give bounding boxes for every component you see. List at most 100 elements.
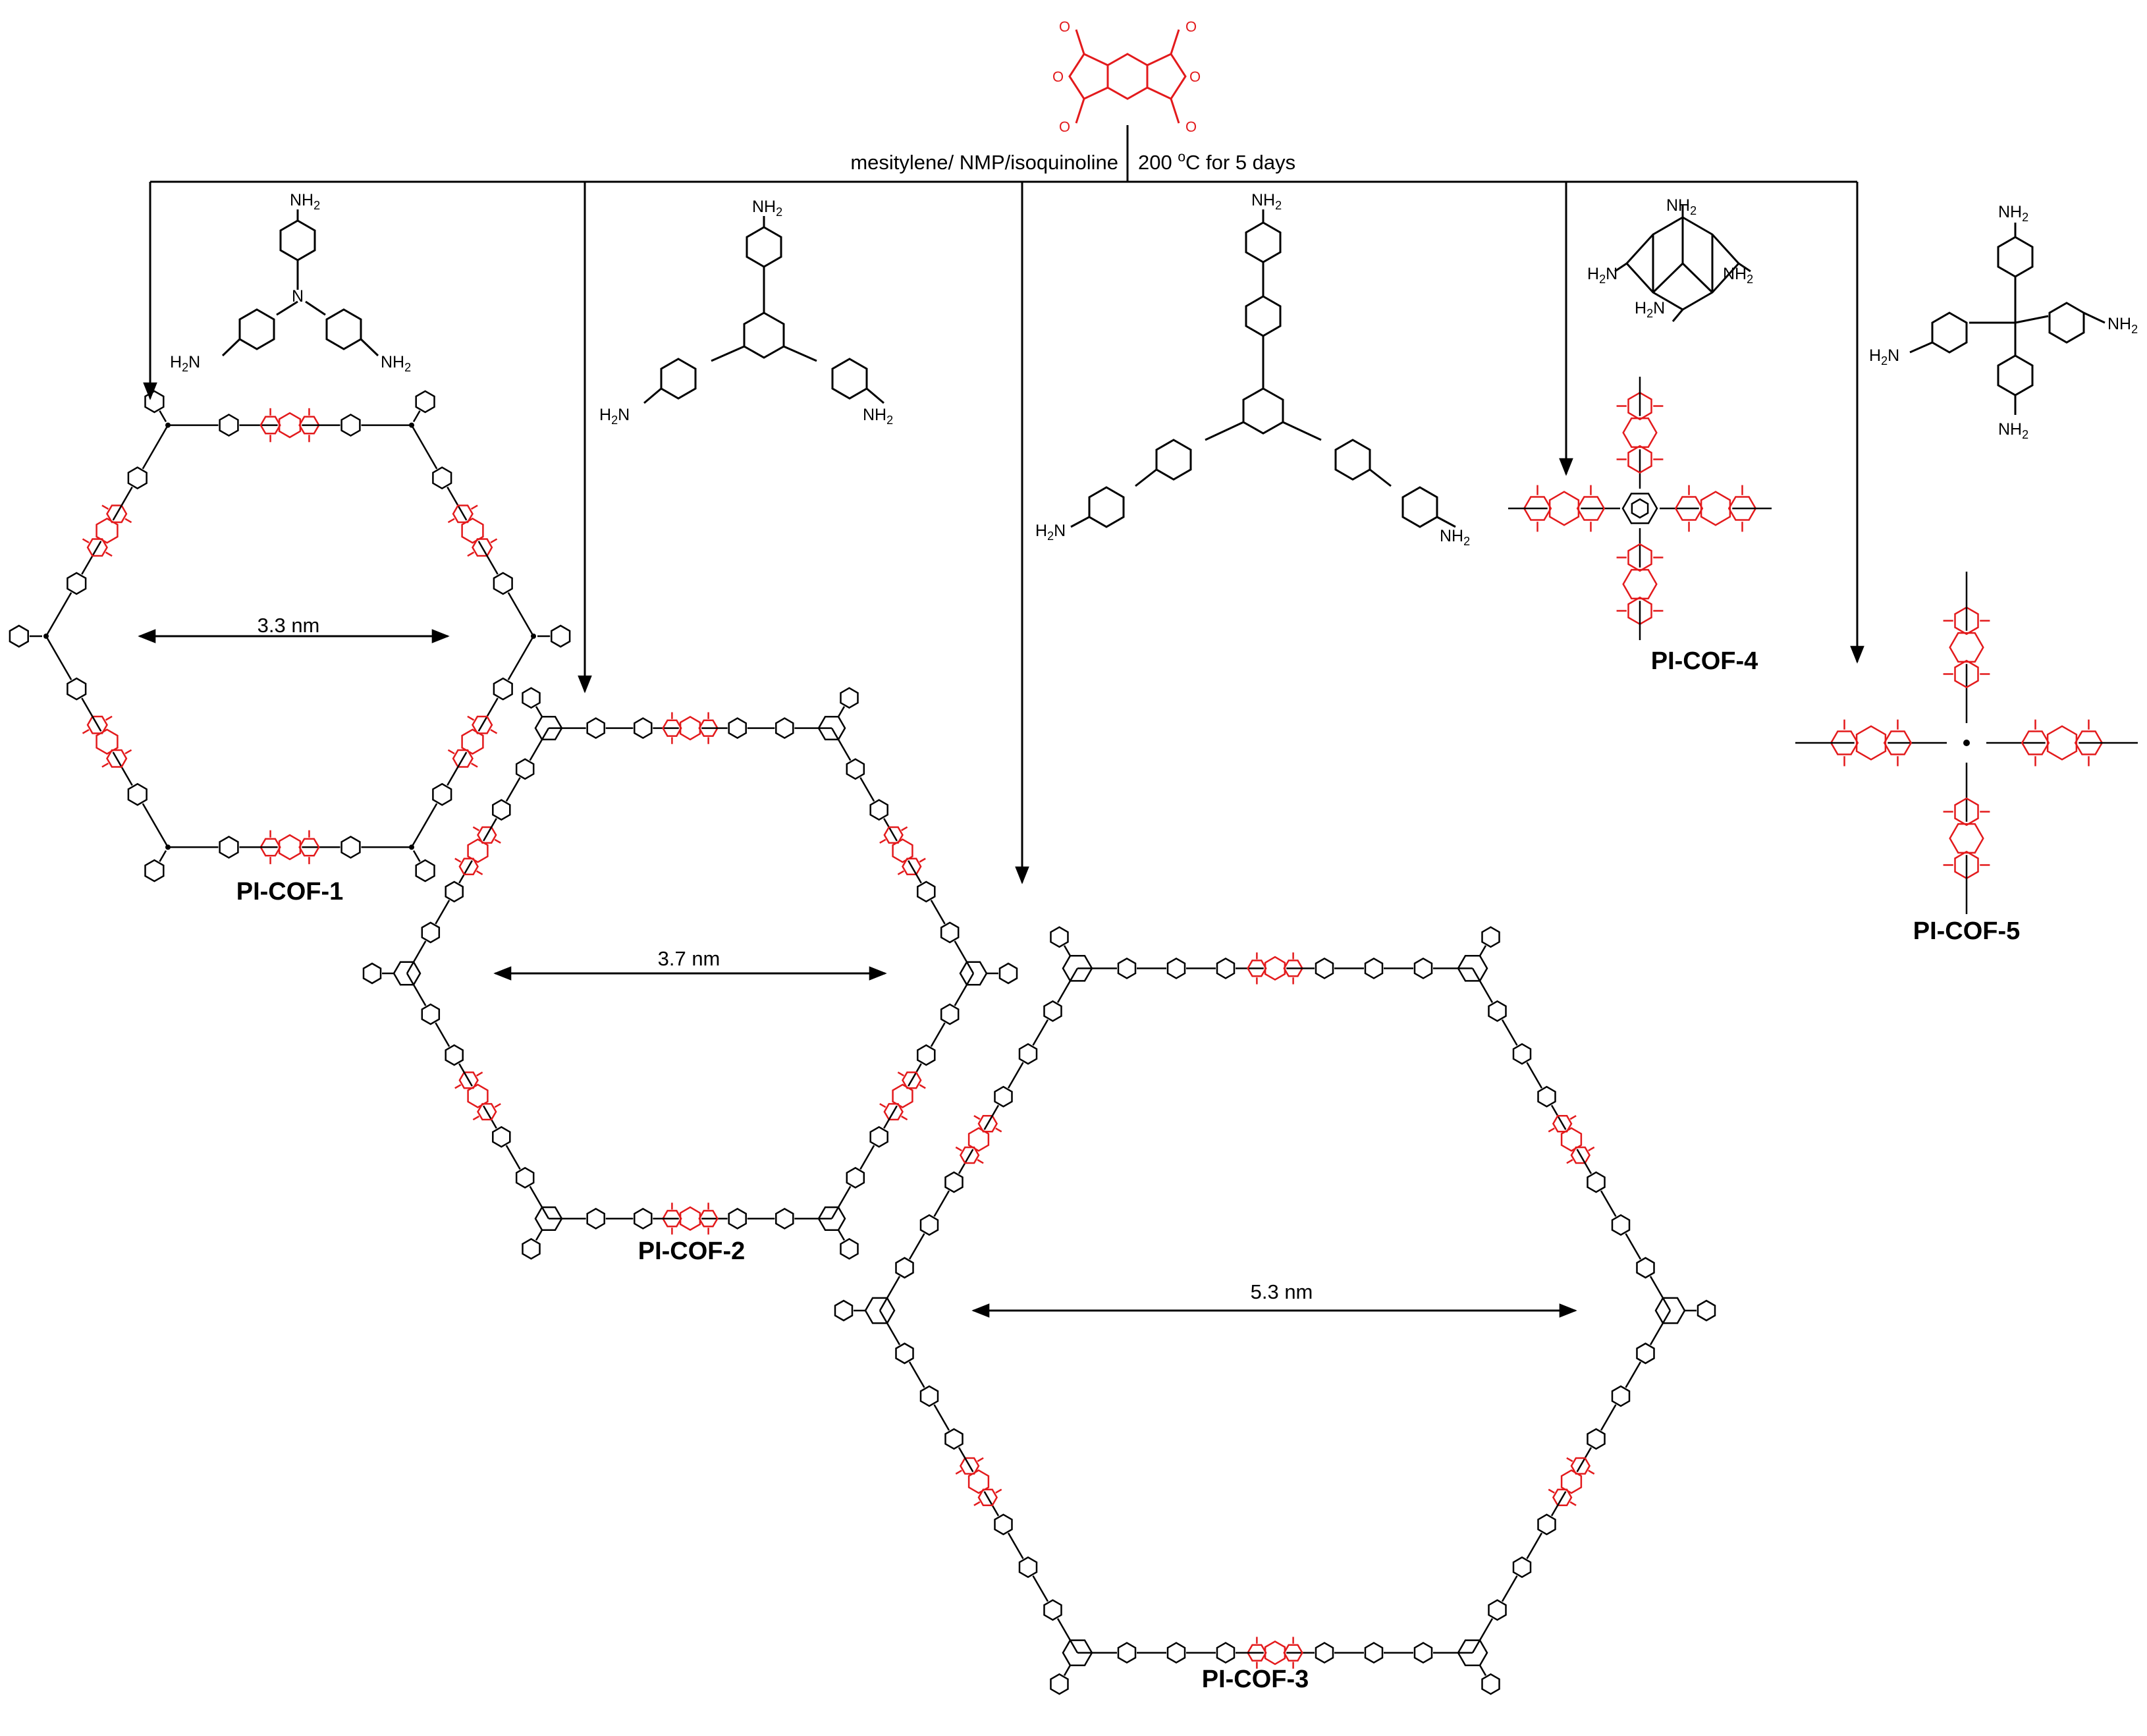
bond [954,973,975,1006]
phenyl-ring [492,799,511,821]
bond [477,541,499,575]
imide-ring [1570,1457,1591,1475]
imide-ring [977,1488,998,1506]
amine-node [165,844,171,850]
amine-node [409,844,414,850]
product-label-cof1: PI-COF-1 [236,878,344,906]
phenyl-ring [919,1385,939,1407]
phenyl-ring [1611,1214,1631,1236]
bond [879,1276,901,1311]
phenyl-ring [1117,1642,1137,1664]
bond [447,749,455,755]
temperature-conditions: 200 oC for 5 days [1138,149,1295,174]
imide-ring [2074,730,2104,755]
bond [159,410,167,422]
bond [1569,1115,1577,1120]
phenyl-ring [1512,1043,1532,1065]
bond [410,803,438,848]
imide-ring [892,838,913,863]
bond [908,1233,925,1260]
phenyl-ring [1621,493,1658,524]
bond [483,818,497,842]
phenyl-ring [515,758,535,780]
imide-ring [1560,1127,1583,1152]
pi-cof-5-fragment [1795,572,2138,914]
bond [505,777,521,802]
bond [1548,1127,1555,1133]
phenyl-ring [492,1126,511,1148]
bond [81,697,102,732]
phenyl-ring [1018,1556,1038,1579]
imide-ring [967,1469,990,1494]
bond [973,1501,981,1506]
bond [105,551,113,557]
bond [1649,1276,1671,1311]
imide-ring [662,719,682,737]
phenyl-ring [1166,1642,1186,1664]
amine-node [165,422,171,428]
imide-ring [1883,730,1913,755]
monomer-tapa [221,209,379,357]
bond [930,900,946,925]
pmda-oxygen: O [1185,18,1197,35]
imide-ring [1264,956,1286,981]
imide-ring [477,826,497,844]
imide-ring [1954,606,1979,636]
bond [1588,1146,1595,1152]
bond [529,727,550,761]
imide-ring [467,1083,489,1108]
phenyl-ring [775,717,794,740]
phenyl-ring [1512,1556,1532,1579]
amine-label: NH2 [1666,196,1697,217]
imide-ring [278,412,302,439]
bond [1526,1533,1543,1560]
amine-label: NH2 [1998,420,2028,441]
amine-label: NH2 [1723,265,1753,286]
amine-label: NH2 [863,406,893,427]
bond [933,1190,950,1217]
cof3-pore-size: 5.3 nm [1251,1280,1313,1303]
imide-ring [472,715,493,734]
phenyl-ring [728,717,747,740]
phenyl-ring [432,782,452,806]
phenyl-ring [917,1044,936,1066]
branch-arrows [143,180,1864,884]
imide-ring [86,538,108,557]
imide-ring [2046,725,2078,761]
imide-ring [1700,491,1731,526]
phenyl-ring [840,687,859,709]
phenyl-ring [1481,1673,1500,1695]
bond [1625,1361,1642,1388]
bond [1550,1491,1567,1517]
bond [977,1158,984,1164]
bond [112,486,133,521]
bond [406,973,427,1006]
bond [494,1102,501,1108]
imide-ring [1855,725,1887,761]
bond [897,870,904,875]
imide-ring [106,749,128,768]
bond [142,803,169,848]
amine-label: H2N [599,406,630,427]
phenyl-ring [67,572,87,595]
bond [101,504,109,510]
imide-ring [1627,391,1652,421]
bond [897,1071,904,1077]
imide-ring [883,1102,904,1121]
pmda-oxygen: O [1052,68,1064,85]
bond [955,1469,962,1475]
bond [435,1022,450,1047]
bond [1566,1158,1573,1164]
bond [1032,1575,1049,1602]
phenyl-ring [846,1166,865,1189]
bond [883,1105,898,1129]
bond [535,1230,543,1241]
imide-ring [2021,730,2050,755]
pi-cof-2-framework [362,687,1018,1260]
phenyl-ring [944,1171,964,1193]
bond [1548,1488,1555,1494]
amine-label: NH2 [290,191,320,212]
bond [955,1146,962,1152]
phenyl-ring [1216,1642,1236,1664]
imide-ring [1954,797,1979,827]
